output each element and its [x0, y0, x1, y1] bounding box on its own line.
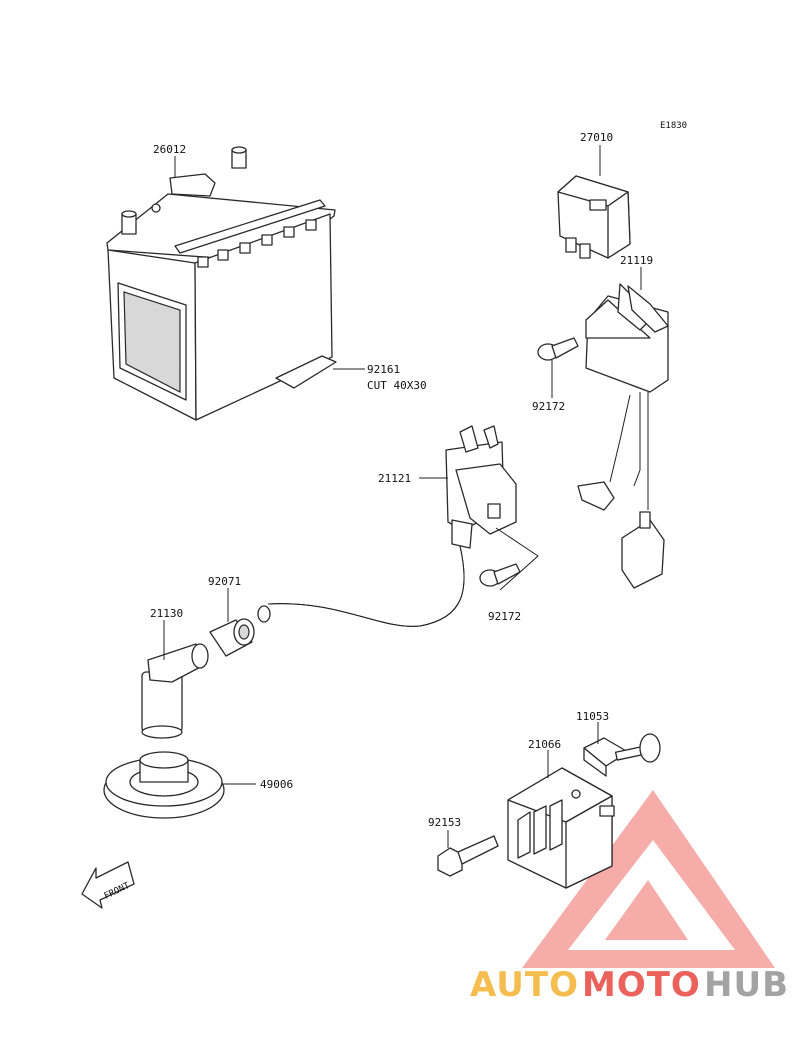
svg-text:AUTO: AUTO	[470, 965, 579, 1005]
watermark-logo	[522, 790, 775, 968]
igniter[interactable]	[577, 283, 669, 589]
svg-text:HUB: HUB	[704, 965, 789, 1005]
cap-seal[interactable]	[209, 618, 255, 657]
svg-text:MOTO: MOTO	[582, 965, 701, 1005]
front-arrow: FRONT	[81, 861, 135, 909]
label-battery-pad: 92161	[367, 363, 400, 376]
watermark-text: AUTO MOTO HUB	[470, 965, 789, 1005]
label-relay: 27010	[580, 131, 613, 144]
label-regulator-bolt: 92153	[428, 816, 461, 829]
label-cap-seal: 92071	[208, 575, 241, 588]
diagram-code: E1830	[660, 121, 687, 131]
label-igniter-screw: 92172	[532, 400, 565, 413]
label-regulator-bracket: 11053	[576, 710, 609, 723]
regulator[interactable]	[507, 767, 615, 889]
label-coil-screw: 92172	[488, 610, 521, 623]
label-plug-cap-seal: 49006	[260, 778, 293, 791]
relay[interactable]	[557, 175, 631, 259]
ignition-coil[interactable]	[257, 425, 517, 627]
label-battery-pad-note: CUT 40X30	[367, 379, 427, 392]
plug-cap[interactable]	[141, 643, 209, 739]
label-igniter: 21119	[620, 254, 653, 267]
plug-cap-seal[interactable]	[103, 751, 225, 819]
label-regulator: 21066	[528, 738, 561, 751]
label-battery: 26012	[153, 143, 186, 156]
label-plug-cap: 21130	[150, 607, 183, 620]
battery-pad[interactable]	[275, 355, 337, 389]
coil-screw[interactable]	[479, 563, 521, 587]
label-ignition-coil: 21121	[378, 472, 411, 485]
igniter-screw[interactable]	[537, 337, 579, 361]
regulator-bracket[interactable]	[583, 733, 661, 777]
regulator-bolt[interactable]	[437, 835, 499, 877]
